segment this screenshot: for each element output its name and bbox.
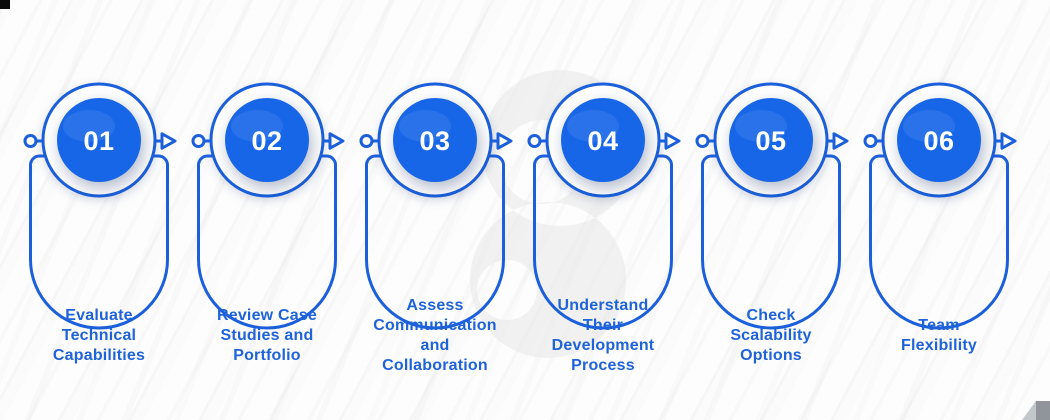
connector-node-icon	[23, 134, 38, 148]
step-number: 04	[587, 126, 618, 156]
arrow-right-icon	[328, 132, 345, 150]
step-label: Check Scalability Options	[730, 307, 812, 364]
connector-node-icon	[695, 134, 710, 148]
step-number: 02	[251, 126, 282, 156]
arrow-right-icon	[1000, 132, 1017, 150]
connector-node-icon	[191, 134, 206, 148]
step-04: 04 Understand Their Development Process	[519, 0, 687, 420]
step-label: Review Case Studies and Portfolio	[216, 307, 318, 364]
step-05: 05 Check Scalability Options	[687, 0, 855, 420]
step-06: 06 Team Flexibility	[855, 0, 1023, 420]
step-label: Evaluate Technical Capabilities	[52, 307, 146, 364]
corner-fold-icon	[1022, 401, 1050, 420]
arrow-right-icon	[832, 132, 849, 150]
step-label: Understand Their Development Process	[551, 297, 655, 374]
step-number: 06	[923, 126, 954, 156]
step-number: 01	[83, 126, 114, 156]
step-01: 01 Evaluate Technical Capabilities	[15, 0, 183, 420]
step-03: 03 Assess Communication and Collaboratio…	[351, 0, 519, 420]
step-label: Assess Communication and Collaboration	[373, 297, 497, 374]
connector-node-icon	[527, 134, 542, 148]
arrow-right-icon	[160, 132, 177, 150]
connector-node-icon	[863, 134, 878, 148]
arrow-right-icon	[496, 132, 513, 150]
connector-node-icon	[359, 134, 374, 148]
step-number: 03	[419, 126, 450, 156]
step-02: 02 Review Case Studies and Portfolio	[183, 0, 351, 420]
step-number: 05	[755, 126, 786, 156]
arrow-right-icon	[664, 132, 681, 150]
step-label: Team Flexibility	[901, 317, 977, 354]
corner-marker	[0, 0, 10, 9]
